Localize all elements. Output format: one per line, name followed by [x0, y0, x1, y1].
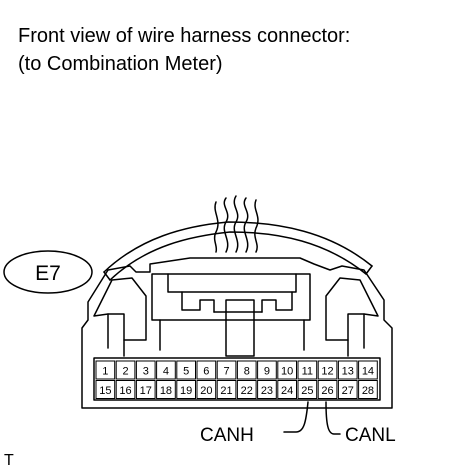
canl-label: CANL — [345, 425, 396, 446]
connector-housing — [81, 257, 393, 409]
terminal-cell — [196, 360, 217, 380]
terminal-number: 9 — [264, 366, 270, 378]
terminal-cell — [95, 380, 116, 399]
title-line-1: Front view of wire harness connector: — [18, 25, 351, 47]
terminal-number: 11 — [302, 366, 313, 378]
harness-boot-inner — [109, 231, 367, 281]
terminal-number: 24 — [281, 385, 293, 397]
terminal-cell — [236, 380, 257, 399]
title-line-2: (to Combination Meter) — [18, 53, 223, 75]
terminal-cell — [216, 360, 237, 380]
terminal-cell — [135, 380, 156, 399]
terminal-number: 15 — [99, 385, 111, 397]
connector-code-badge: E7 — [3, 250, 93, 294]
terminal-number: 2 — [122, 366, 128, 378]
terminal-number: 4 — [163, 366, 169, 378]
terminal-number: 7 — [223, 366, 229, 378]
terminal-number: 1 — [102, 366, 108, 378]
terminal-cell — [156, 380, 176, 399]
terminal-cell — [95, 360, 116, 380]
terminal-cell — [358, 380, 378, 399]
terminal-cell — [297, 360, 318, 380]
terminal-number: 28 — [362, 385, 374, 397]
terminal-number: 12 — [321, 366, 333, 378]
terminal-cell — [135, 360, 156, 380]
terminal-number: 21 — [220, 385, 232, 397]
terminal-number: 27 — [342, 385, 354, 397]
center-key — [151, 273, 311, 357]
terminal-number: 25 — [301, 385, 313, 397]
terminal-cell — [297, 380, 318, 399]
terminal-number: 22 — [241, 385, 253, 397]
canh-leader-line — [283, 401, 309, 433]
terminal-cell — [257, 380, 277, 399]
terminal-cell — [337, 360, 358, 380]
terminal-cell — [196, 380, 217, 399]
terminal-cell — [236, 360, 257, 380]
terminal-number: 6 — [203, 366, 209, 378]
diagram-title: Front view of wire harness connector: (t… — [18, 22, 350, 78]
terminal-number: 8 — [244, 366, 250, 378]
terminal-number: 3 — [143, 366, 149, 378]
terminal-number: 5 — [183, 366, 189, 378]
terminal-number: 13 — [342, 366, 354, 378]
terminal-cell — [216, 380, 237, 399]
canh-label: CANH — [200, 425, 254, 446]
canl-leader-line — [325, 401, 341, 435]
terminal-cell — [176, 380, 197, 399]
terminal-cell — [115, 360, 136, 380]
terminal-cell — [317, 380, 338, 399]
terminal-cell — [257, 360, 277, 380]
wire-bundle — [213, 195, 259, 253]
terminal-number: 16 — [119, 385, 131, 397]
terminal-number: 26 — [321, 385, 333, 397]
terminal-cell — [358, 360, 378, 380]
harness-boot-outer — [103, 221, 373, 273]
footer-code: T — [4, 452, 14, 469]
terminal-number: 19 — [180, 385, 192, 397]
terminal-number: 10 — [281, 366, 293, 378]
terminal-cell — [115, 380, 136, 399]
terminal-cell — [317, 360, 338, 380]
terminal-cell — [277, 360, 297, 380]
terminal-cell — [156, 360, 176, 380]
terminal-number: 20 — [200, 385, 212, 397]
connector-code: E7 — [35, 262, 61, 285]
terminal-cell — [176, 360, 197, 380]
terminal-number: 18 — [160, 385, 172, 397]
terminal-cell — [337, 380, 358, 399]
terminal-number: 14 — [362, 366, 374, 378]
right-latch — [325, 277, 379, 357]
terminal-number: 23 — [261, 385, 273, 397]
terminal-cell — [277, 380, 297, 399]
left-latch — [93, 277, 147, 357]
terminal-number: 17 — [140, 385, 152, 397]
